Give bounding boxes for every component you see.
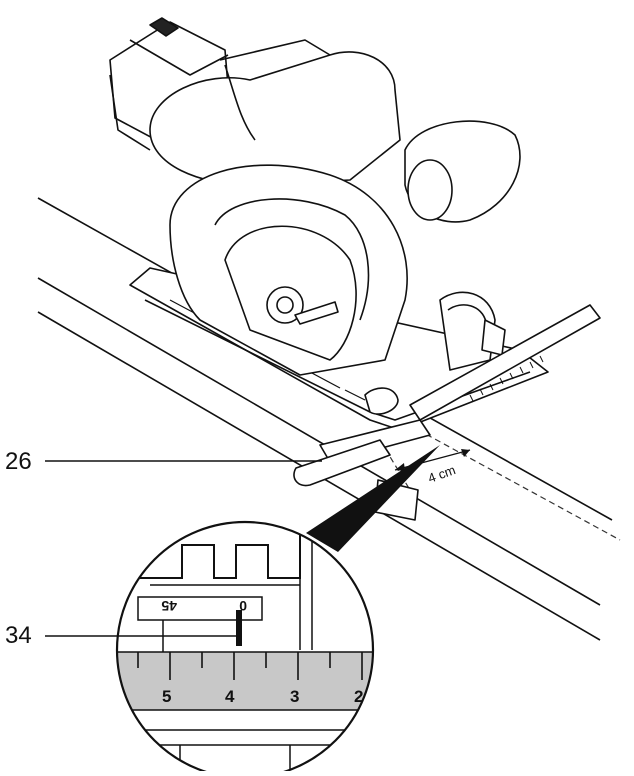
scale-number-5: 5 — [162, 687, 171, 706]
scale-number-3: 3 — [290, 687, 299, 706]
dimension-label: 4 cm — [426, 462, 458, 486]
callout-26: 26 — [5, 448, 32, 475]
zoom-circle-outline — [115, 520, 375, 776]
zoom-detail — [117, 522, 373, 776]
callout-34: 34 — [5, 622, 32, 649]
zoom-connector — [306, 445, 440, 552]
cut-line — [379, 419, 621, 541]
marker-0: 0 — [239, 598, 247, 614]
scale-number-2: 2 — [354, 687, 363, 706]
circular-saw — [109, 17, 549, 431]
marker-45: 45 — [161, 598, 177, 614]
scale-number-4: 4 — [225, 687, 235, 706]
